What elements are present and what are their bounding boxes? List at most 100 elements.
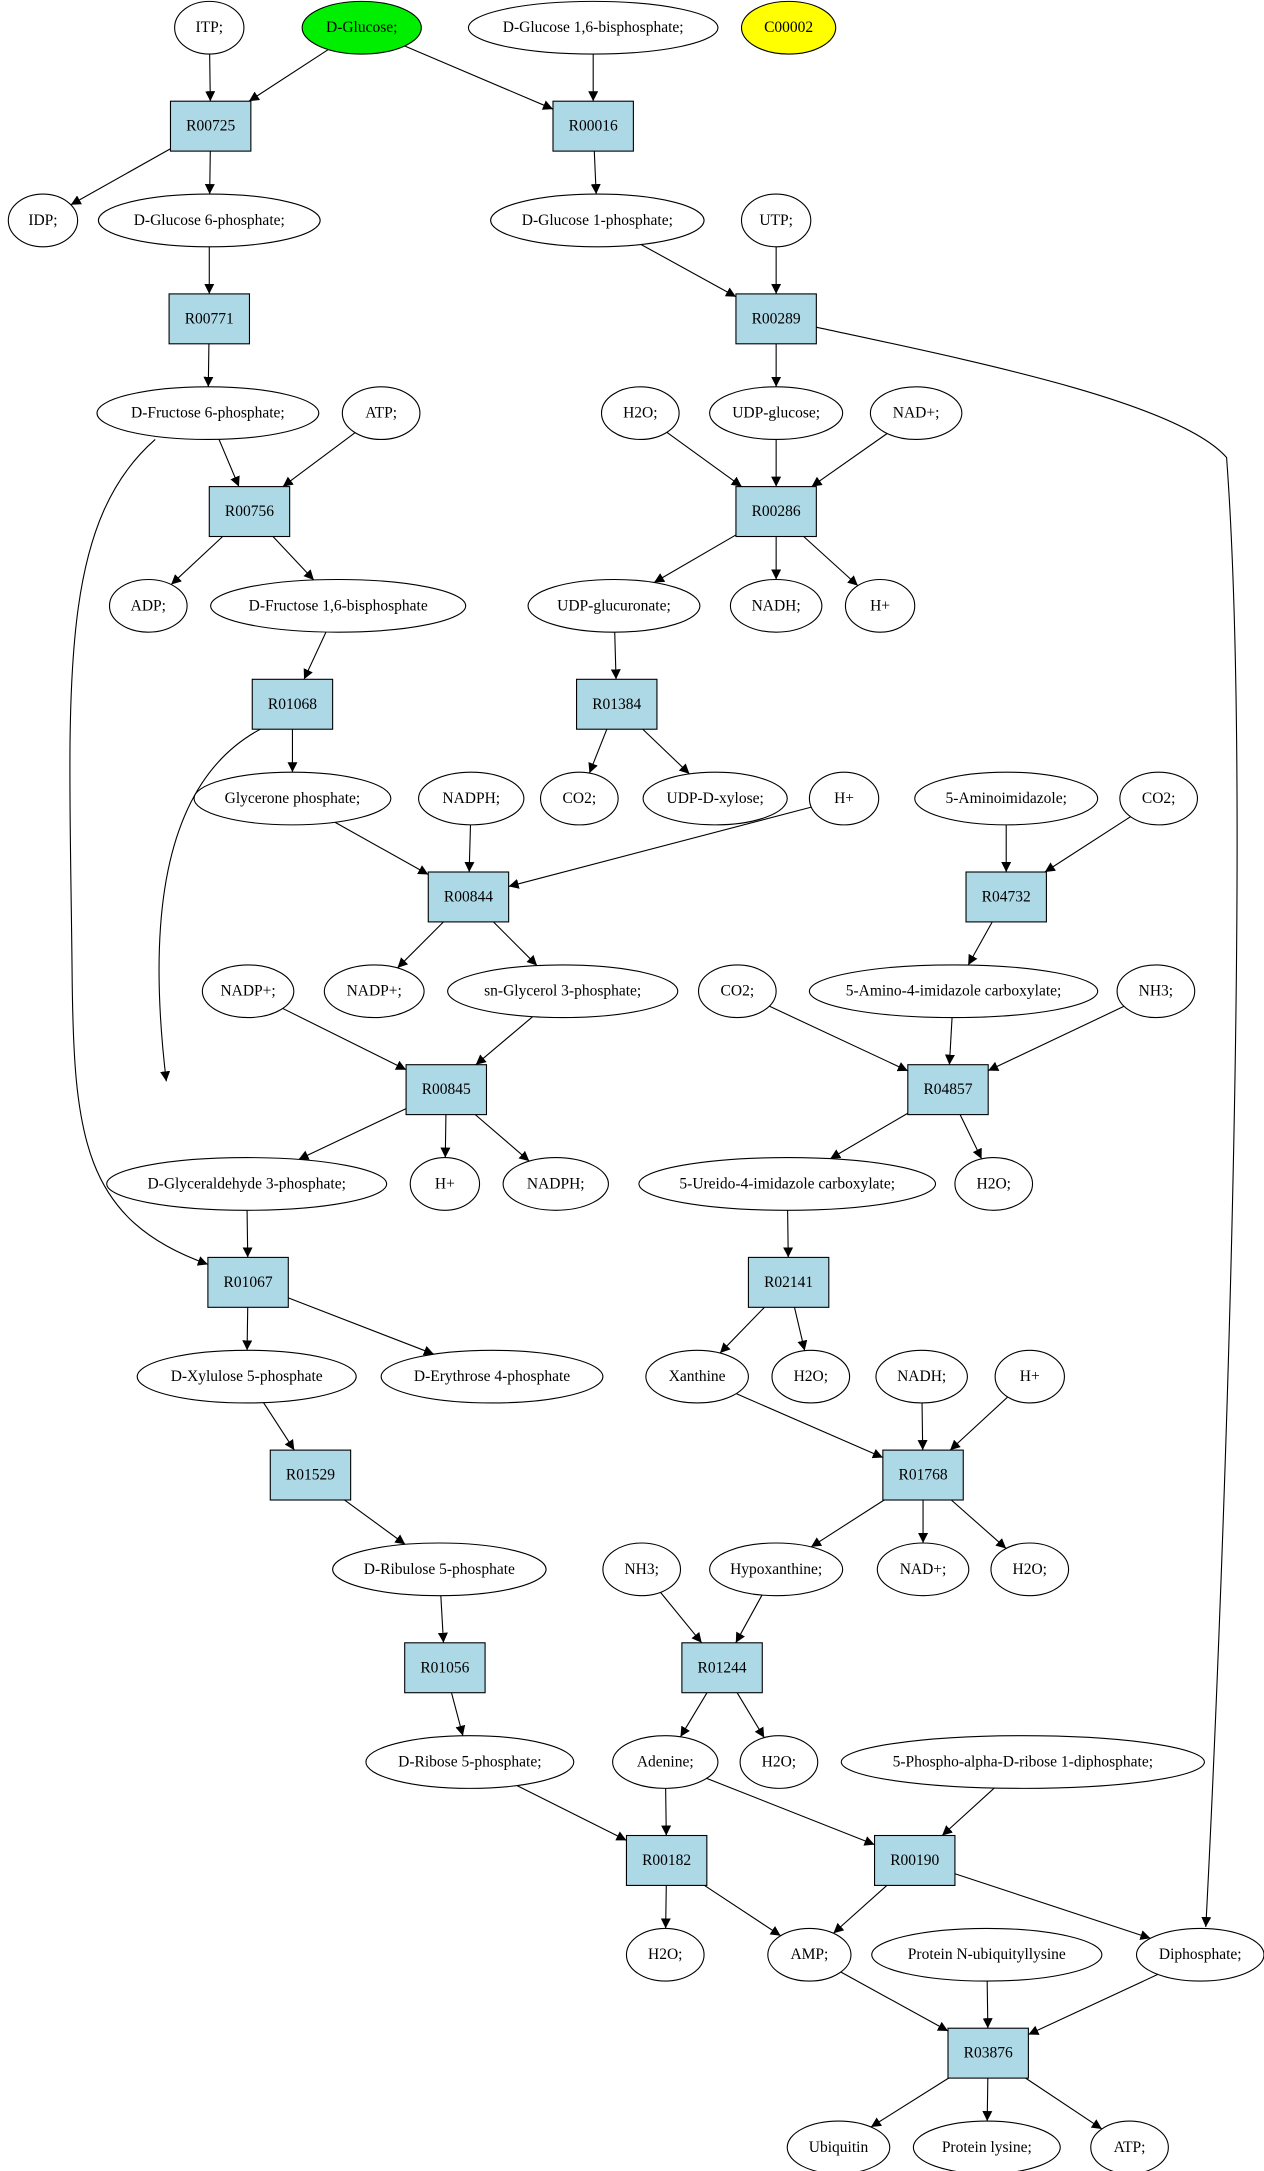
molecule-label: Ubiquitin xyxy=(809,2139,869,2156)
molecule-ellipse xyxy=(106,1157,388,1211)
reaction-box xyxy=(907,1064,989,1116)
molecule-ellipse xyxy=(210,578,467,633)
edge-m-nh3b-to-r01244 xyxy=(660,1592,703,1644)
edge-m-ppi-to-r03876 xyxy=(1028,1973,1159,2035)
molecule-label: H2O; xyxy=(977,1175,1011,1192)
molecule-label: 5-Phospho-alpha-D-ribose 1-diphosphate; xyxy=(893,1754,1153,1771)
edge-r00016-to-m-g1p xyxy=(590,151,601,195)
molecule-ellipse xyxy=(323,964,425,1019)
molecule-node-m-hyp: Hypoxanthine; xyxy=(709,1542,844,1597)
edge-r01384-to-m-co2a xyxy=(588,729,608,774)
molecule-label: NADP+; xyxy=(347,983,402,1000)
molecule-ellipse xyxy=(808,964,1099,1019)
molecule-label: IDP; xyxy=(28,212,57,229)
molecule-ellipse xyxy=(96,386,320,441)
molecule-node-m-x5p: D-Xylulose 5-phosphate xyxy=(136,1349,357,1404)
molecule-node-m-h2o5: H2O; xyxy=(739,1735,819,1789)
edge-r01244-to-m-ade xyxy=(679,1692,708,1738)
molecule-node-m-co2a: CO2; xyxy=(539,771,619,826)
edge-m-ru5p-to-r01056 xyxy=(437,1595,448,1643)
reaction-label: R00845 xyxy=(422,1081,471,1098)
reaction-box xyxy=(965,871,1047,923)
reaction-box xyxy=(873,1834,956,1886)
molecule-ellipse xyxy=(642,771,788,826)
molecule-ellipse xyxy=(136,1349,357,1404)
molecule-node-m-pnub: Protein N-ubiquityllysine xyxy=(871,1927,1103,1982)
molecule-ellipse xyxy=(645,1349,749,1404)
reaction-label: R01529 xyxy=(286,1467,335,1484)
edge-r00845-to-m-nadph2 xyxy=(474,1114,530,1162)
edge-r00845-to-m-gap xyxy=(298,1108,407,1160)
edge-r00756-to-m-fbp xyxy=(272,536,315,581)
molecule-label: D-Erythrose 4-phosphate xyxy=(414,1368,570,1385)
molecule-ellipse xyxy=(625,1927,705,1982)
molecule-label: ITP; xyxy=(195,19,223,36)
molecule-node-m-ru5p: D-Ribulose 5-phosphate xyxy=(332,1542,547,1597)
molecule-node-m-plys: Protein lysine; xyxy=(912,2120,1061,2171)
molecule-node-m-h3: H+ xyxy=(409,1157,481,1211)
molecule-label: D-Ribose 5-phosphate; xyxy=(398,1754,541,1771)
molecule-node-m-nh3b: NH3; xyxy=(602,1542,682,1597)
edge-r00725-to-m-idp xyxy=(70,148,171,206)
molecule-node-m-amp: AMP; xyxy=(767,1927,852,1982)
molecule-ellipse xyxy=(844,578,916,633)
molecule-ellipse xyxy=(174,0,245,55)
molecule-node-m-r5p: D-Ribose 5-phosphate; xyxy=(365,1735,575,1789)
molecule-node-m-udpgla: UDP-glucuronate; xyxy=(527,578,701,633)
molecule-node-m-nad2: NAD+; xyxy=(876,1542,970,1597)
nodes-layer: ITP;D-Glucose;D-Glucose 1,6-bisphosphate… xyxy=(7,0,1264,2171)
molecule-ellipse xyxy=(409,1157,481,1211)
edge-r03876-to-m-atp2 xyxy=(1025,2077,1103,2130)
molecule-ellipse xyxy=(602,1542,682,1597)
molecule-ellipse xyxy=(638,1157,937,1211)
reaction-box xyxy=(169,100,252,152)
molecule-ellipse xyxy=(612,1735,719,1789)
molecule-label: 5-Ureido-4-imidazole carboxylate; xyxy=(679,1175,895,1192)
reaction-node-r00756: R00756 xyxy=(208,486,291,538)
edge-m-ade-to-r00182 xyxy=(661,1788,672,1836)
edge-m-g3p-to-r00845 xyxy=(475,1016,533,1066)
molecule-label: sn-Glycerol 3-phosphate; xyxy=(484,983,641,1000)
edge-r00725-to-m-g6p xyxy=(204,151,215,195)
edge-r00286-to-m-h1 xyxy=(803,536,859,587)
molecule-node-m-g1p: D-Glucose 1-phosphate; xyxy=(490,193,705,248)
edge-r00190-to-m-amp xyxy=(833,1885,888,1934)
molecule-node-m-g16bp: D-Glucose 1,6-bisphosphate; xyxy=(467,0,719,55)
edge-m-co2b-to-r04732 xyxy=(1044,816,1131,873)
molecule-ellipse xyxy=(447,964,679,1019)
molecule-label: NH3; xyxy=(1139,983,1173,1000)
reaction-label: R01768 xyxy=(899,1467,948,1484)
reaction-label: R01068 xyxy=(268,696,317,713)
reaction-box xyxy=(251,678,334,730)
molecule-label: UDP-D-xylose; xyxy=(667,790,764,807)
molecule-node-m-adp: ADP; xyxy=(108,578,188,633)
molecule-label: NADPH; xyxy=(527,1175,585,1192)
edge-m-pnub-to-r03876 xyxy=(982,1981,993,2029)
molecule-ellipse xyxy=(332,1542,547,1597)
molecule-ellipse xyxy=(600,386,680,441)
edge-r02141-to-m-xan xyxy=(719,1306,765,1354)
reaction-label: R03876 xyxy=(964,2045,1013,2062)
molecule-label: Hypoxanthine; xyxy=(730,1561,822,1578)
reaction-node-r00289: R00289 xyxy=(735,293,817,345)
edge-r00845-to-m-h3 xyxy=(440,1114,451,1158)
edge-m-nadh2-to-r01768 xyxy=(917,1402,928,1451)
molecule-node-m-h2o1: H2O; xyxy=(600,386,680,441)
edge-m-nadp1-to-r00845 xyxy=(282,1007,407,1071)
molecule-node-m-itp: ITP; xyxy=(174,0,245,55)
molecule-node-m-ppi: Diphosphate; xyxy=(1135,1927,1264,1982)
edge-r00182-to-m-amp xyxy=(704,1884,781,1937)
edge-r01384-to-m-udpxyl xyxy=(642,728,690,775)
edge-r04857-to-m-h2o2 xyxy=(959,1114,983,1160)
molecule-ellipse xyxy=(840,1735,1205,1789)
molecule-ellipse xyxy=(7,193,79,248)
molecule-ellipse xyxy=(729,578,823,633)
molecule-label: H+ xyxy=(435,1175,455,1192)
molecule-label: Glycerone phosphate; xyxy=(225,790,361,807)
reaction-node-r00016: R00016 xyxy=(552,100,634,152)
edge-m-ade-to-r00190 xyxy=(706,1777,875,1846)
edge-r04732-to-m-5a4i xyxy=(967,921,993,966)
molecule-label: NADP+; xyxy=(220,983,275,1000)
molecule-label: D-Fructose 1,6-bisphosphate xyxy=(249,597,428,614)
reaction-label: R04857 xyxy=(923,1081,972,1098)
